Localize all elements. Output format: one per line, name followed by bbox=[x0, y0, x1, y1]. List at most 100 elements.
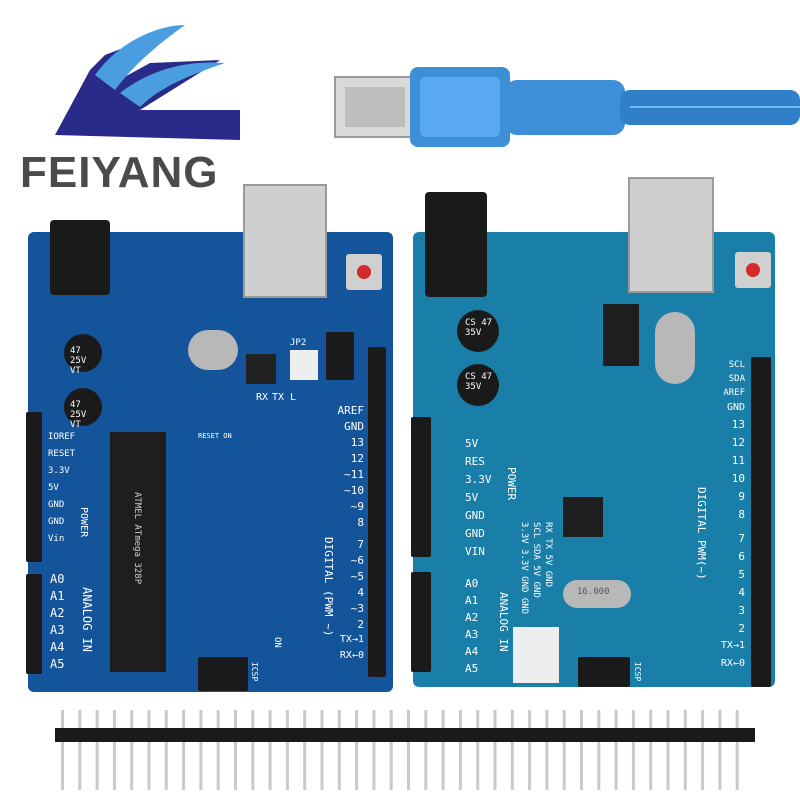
header-pin bbox=[614, 742, 618, 790]
pin-label: A4 bbox=[50, 640, 65, 654]
pin-label: AREF bbox=[337, 404, 365, 417]
pin-label: A4 bbox=[465, 645, 479, 658]
header-pin bbox=[234, 742, 237, 790]
header-pin bbox=[493, 710, 497, 728]
header-pin bbox=[735, 710, 739, 728]
header-pin bbox=[666, 710, 670, 728]
header-pin bbox=[164, 710, 168, 728]
pin-label: 2 bbox=[738, 622, 745, 635]
icsp-label: ICSP bbox=[250, 662, 259, 682]
digital-label: DIGITAL (PWM ~) bbox=[322, 537, 335, 637]
icsp-label: ICSP bbox=[633, 662, 642, 682]
header-pin bbox=[337, 710, 341, 728]
tx-label: TX bbox=[272, 392, 285, 403]
brand-wave-icon bbox=[55, 25, 240, 140]
header-pin bbox=[337, 742, 341, 790]
header-pin bbox=[458, 742, 462, 790]
header-pin bbox=[216, 742, 220, 790]
pin-label: A1 bbox=[465, 594, 479, 607]
pin-label: 8 bbox=[738, 508, 745, 521]
reset-button[interactable] bbox=[735, 252, 771, 288]
header-pin bbox=[649, 742, 653, 790]
header-pin bbox=[631, 742, 635, 790]
dc-jack bbox=[50, 220, 110, 295]
header-pin bbox=[701, 742, 705, 790]
pin-label: SCL bbox=[728, 360, 745, 370]
header-pin bbox=[614, 710, 618, 728]
header-pin bbox=[562, 710, 566, 728]
header-pin bbox=[372, 710, 376, 728]
capacitor-label: CS 47 35V bbox=[465, 318, 493, 338]
pin-label: 6 bbox=[738, 550, 745, 563]
power-header bbox=[411, 417, 431, 557]
header-pin bbox=[251, 710, 255, 728]
pin-label: A0 bbox=[50, 572, 65, 586]
i2c-pin-label: SCL SDA 5V GND bbox=[531, 522, 541, 598]
pin-label: 5 bbox=[738, 568, 745, 581]
power-label: POWER bbox=[505, 467, 518, 501]
header-pin bbox=[268, 710, 272, 728]
capacitor bbox=[64, 334, 102, 372]
capacitor-label: 47 25V VT bbox=[70, 346, 87, 376]
header-pin bbox=[580, 742, 583, 790]
header-pin bbox=[545, 742, 549, 790]
pin-label: 9 bbox=[738, 490, 745, 503]
pin-label: RX←0 bbox=[339, 650, 364, 661]
header-pin bbox=[61, 742, 64, 790]
header-pin bbox=[597, 742, 601, 790]
l-label: L bbox=[290, 392, 297, 403]
atmega-chip: ATMEL ATmega 328P bbox=[110, 432, 166, 672]
jp2-header bbox=[290, 350, 318, 380]
header-pin bbox=[424, 742, 428, 790]
pin-label: 10 bbox=[731, 472, 745, 485]
pin-label: ~3 bbox=[350, 602, 364, 615]
pin-label: GND bbox=[465, 527, 485, 540]
serial-pin-label: RX TX 5V GND bbox=[543, 522, 553, 588]
header-pin bbox=[545, 710, 549, 728]
pin-label: A3 bbox=[50, 623, 65, 637]
capacitor bbox=[64, 388, 102, 426]
usb-chip bbox=[246, 354, 276, 384]
header-pin bbox=[216, 710, 220, 728]
pin-label: GND bbox=[48, 517, 65, 527]
pin-label: 12 bbox=[350, 452, 364, 465]
header-pin bbox=[251, 742, 255, 790]
header-pin bbox=[182, 710, 186, 728]
rx-label: RX bbox=[256, 392, 269, 403]
chip-label: ATMEL ATmega 328P bbox=[132, 492, 142, 585]
pin-label: A5 bbox=[50, 657, 65, 671]
power-header bbox=[26, 412, 42, 562]
pin-label: GND bbox=[465, 509, 485, 522]
pin-label: 13 bbox=[350, 436, 364, 449]
arduino-uno-board: 47 25V VT 47 25V VT JP2 RX TX L RESET ON… bbox=[26, 184, 393, 692]
header-pin bbox=[562, 742, 566, 790]
capacitor bbox=[457, 364, 499, 406]
icsp-header-bottom bbox=[198, 657, 248, 691]
digital-header bbox=[368, 347, 386, 677]
pin-label: 5V bbox=[48, 483, 59, 493]
analog-in-label: ANALOG IN bbox=[80, 587, 94, 653]
reset-button[interactable] bbox=[346, 254, 382, 290]
pin-label: RX←0 bbox=[720, 658, 745, 669]
header-pin bbox=[580, 710, 583, 728]
header-pin bbox=[285, 710, 289, 728]
pin-label: Vin bbox=[48, 534, 65, 544]
pin-label: 7 bbox=[738, 532, 745, 545]
header-pin bbox=[597, 710, 601, 728]
pin-label: 5V bbox=[465, 491, 479, 504]
header-pin bbox=[147, 742, 151, 790]
dc-jack bbox=[425, 192, 487, 297]
capacitor bbox=[457, 310, 499, 352]
crystal bbox=[188, 330, 238, 370]
analog-header bbox=[26, 574, 42, 674]
header-pin bbox=[389, 742, 393, 790]
pin-label: ~6 bbox=[350, 554, 364, 567]
pin-label: GND bbox=[48, 500, 65, 510]
pin-label: IOREF bbox=[48, 432, 76, 442]
pin-label: 13 bbox=[731, 418, 745, 431]
brand-name: FEIYANG bbox=[20, 148, 219, 197]
header-pin bbox=[718, 710, 722, 728]
pin-label: 5V bbox=[465, 437, 479, 450]
jp2-label: JP2 bbox=[290, 338, 307, 348]
header-pin bbox=[458, 710, 462, 728]
